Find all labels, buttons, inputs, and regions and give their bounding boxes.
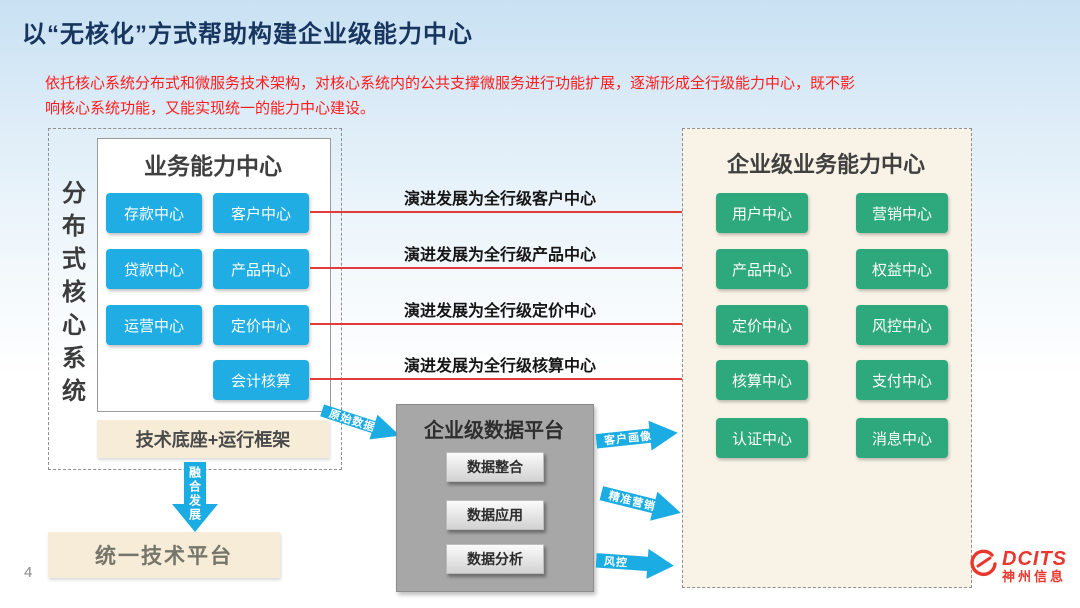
enterprise-item-product: 产品中心 [716,249,808,289]
evolution-line-customer [310,207,716,217]
data-item-integration: 数据整合 [446,452,544,482]
evolution-label-pricing: 演进发展为全行级定价中心 [403,303,596,320]
enterprise-item-accounting: 核算中心 [716,360,808,400]
enterprise-item-risk: 风控中心 [856,305,948,345]
customer-profile-arrow-label: 客户画像 [603,430,653,448]
business-item-loan: 贷款中心 [106,249,202,289]
enterprise-item-marketing: 营销中心 [856,193,948,233]
enterprise-item-user: 用户中心 [716,193,808,233]
data-platform-title: 企业级数据平台 [424,420,564,442]
merge-arrow-label: 融合发展 [187,466,202,522]
page-number: 4 [24,564,33,581]
evolution-line-product [310,263,716,273]
business-item-pricing: 定价中心 [213,305,309,345]
business-item-deposit: 存款中心 [106,193,202,233]
evolution-line-pricing [310,319,716,329]
enterprise-center-title: 企业级业务能力中心 [726,152,925,177]
dcits-logo-text: DCITS 神州信息 [1002,548,1067,584]
risk-control-arrow-label: 风控 [603,555,629,570]
data-item-analysis: 数据分析 [446,544,544,574]
precision-marketing-arrow: 精准营销 [598,479,685,528]
core-system-vertical-label: 分布式核心系统 [57,180,85,411]
enterprise-item-pricing: 定价中心 [716,305,808,345]
customer-profile-arrow: 客户画像 [595,418,680,456]
business-item-accounting: 会计核算 [213,360,309,400]
enterprise-item-payment: 支付中心 [856,360,948,400]
tech-base-box: 技术底座+运行框架 [97,420,329,458]
dcits-company: 神州信息 [1002,569,1067,584]
enterprise-item-message: 消息中心 [856,418,948,458]
evolution-label-customer: 演进发展为全行级客户中心 [403,191,596,208]
merge-arrow-down: 融合发展 [172,462,218,532]
slide-description: 依托核心系统分布式和微服务技术架构，对核心系统内的公共支撑微服务进行功能扩展，逐… [45,75,856,117]
evolution-line-accounting [310,374,716,384]
precision-marketing-arrow-label: 精准营销 [607,490,657,514]
business-item-operation: 运营中心 [106,305,202,345]
evolution-label-accounting: 演进发展为全行级核算中心 [403,358,596,375]
enterprise-item-rights: 权益中心 [856,249,948,289]
data-item-application: 数据应用 [446,500,544,530]
business-center-title: 业务能力中心 [144,153,282,179]
business-item-product: 产品中心 [213,249,309,289]
enterprise-item-auth: 认证中心 [716,418,808,458]
dcits-logo: DCITS 神州信息 [968,548,1067,584]
business-item-customer: 客户中心 [213,193,309,233]
evolution-label-product: 演进发展为全行级产品中心 [403,247,596,264]
page-title: 以“无核化”方式帮助构建企业级能力中心 [22,21,473,48]
dcits-brand: DCITS [1002,548,1067,570]
risk-control-arrow: 风控 [595,545,675,580]
dcits-logo-icon [968,549,998,584]
unified-platform-box: 统一技术平台 [48,532,280,578]
